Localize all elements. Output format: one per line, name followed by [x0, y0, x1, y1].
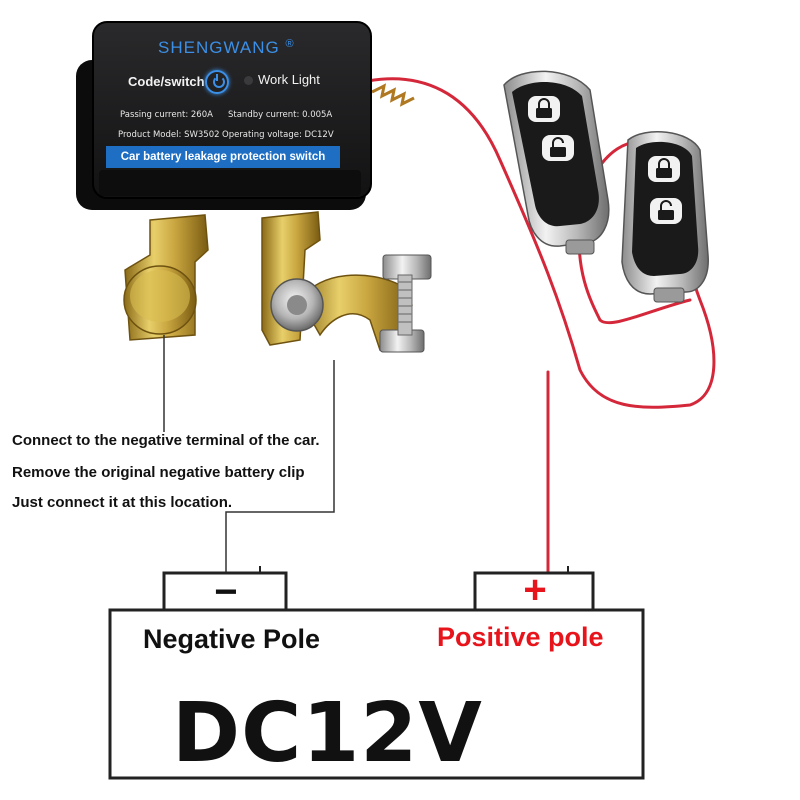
battery-voltage: DC12V: [172, 686, 483, 781]
standby-current-label: Standby current:: [228, 110, 300, 120]
negative-symbol: −: [214, 570, 238, 614]
remote-1-unlock-button: [542, 135, 574, 161]
remote-2-lock-button: [648, 156, 680, 182]
brand-text: SHENGWANG: [158, 38, 280, 57]
negative-pole-label: Negative Pole: [143, 624, 321, 654]
remote-2-unlock-button: [650, 198, 682, 224]
standby-current: Standby current: 0.005A: [228, 110, 332, 120]
code-switch-label: Code/switch: [128, 74, 205, 89]
battery-terminal-ticks: [259, 566, 569, 573]
remote-1-lock-button: [528, 96, 560, 122]
positive-pole-label: Positive pole: [437, 622, 604, 652]
work-light-indicator: [244, 76, 253, 85]
device-banner: Car battery leakage protection switch: [106, 146, 340, 168]
model-value: SW3502: [184, 130, 220, 140]
instruction-3: Just connect it at this location.: [12, 494, 233, 511]
battery-outline: [108, 571, 645, 780]
power-icon: [205, 70, 229, 94]
device-brand: SHENGWANG ®: [158, 38, 295, 58]
battery-clip: [261, 211, 432, 353]
product-model: Product Model: SW3502: [118, 130, 220, 140]
passing-current-label: Passing current:: [120, 110, 189, 120]
voltage-label: Operating voltage:: [222, 130, 302, 140]
positive-symbol: +: [523, 568, 547, 612]
passing-current: Passing current: 260A: [120, 110, 213, 120]
wire-coil: [371, 83, 415, 107]
passing-current-value: 260A: [190, 110, 213, 120]
standby-current-value: 0.005A: [302, 110, 333, 120]
instruction-2: Remove the original negative battery cli…: [12, 464, 305, 481]
negative-post: [123, 214, 209, 341]
leader-lines: [163, 335, 335, 575]
model-label: Product Model:: [118, 130, 182, 140]
operating-voltage: Operating voltage: DC12V: [222, 130, 334, 140]
brand-mark: ®: [285, 38, 295, 50]
voltage-value: DC12V: [304, 130, 334, 140]
work-light-label: Work Light: [258, 72, 320, 87]
instruction-1: Connect to the negative terminal of the …: [12, 432, 320, 449]
